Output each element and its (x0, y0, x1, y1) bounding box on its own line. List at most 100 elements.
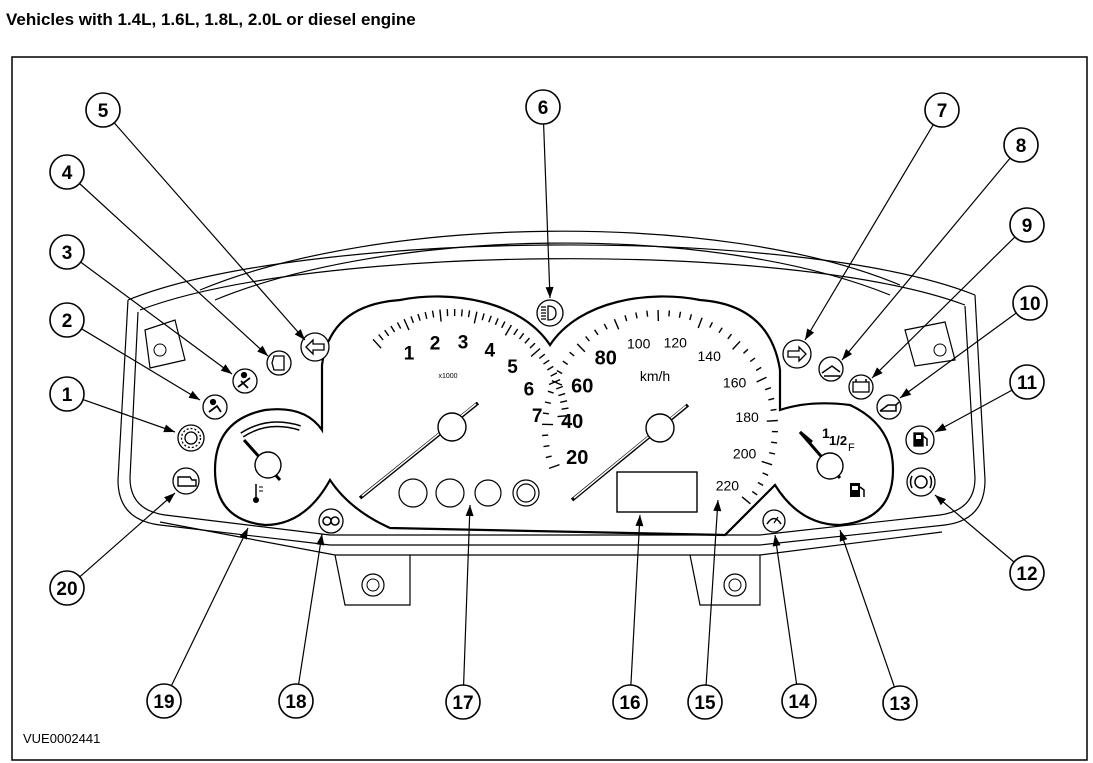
callout-bubble (49, 376, 85, 412)
main-beam-icon (536, 299, 564, 327)
fuel-reserve-icon (905, 425, 935, 455)
callout-arrowhead (220, 364, 232, 374)
tachometer-tick (513, 328, 519, 336)
tachometer-tick (396, 322, 402, 329)
speedometer-label: 80 (595, 348, 617, 370)
tachometer-tick (524, 337, 531, 344)
tachometer-tick (561, 407, 569, 410)
tachometer-tick (538, 353, 546, 360)
tachometer-label: 1 (404, 344, 415, 365)
callout-number: 17 (452, 693, 473, 714)
tachometer-tick (556, 385, 564, 390)
speedometer-tick (635, 312, 638, 319)
speedometer-label: 140 (698, 348, 722, 364)
tachometer-tick (439, 309, 442, 322)
tachometer-label: 2 (430, 334, 441, 355)
callout-leader (79, 183, 269, 357)
speedometer-tick (770, 408, 777, 411)
callout-bubble (924, 92, 960, 128)
callout-bubble (1003, 127, 1039, 163)
airbag-icon (202, 394, 228, 420)
callout-number: 12 (1016, 564, 1037, 585)
speedometer-label: 220 (716, 478, 740, 494)
callout-leaders (79, 122, 1017, 688)
tachometer-tick (473, 311, 478, 324)
speedometer-tick (709, 321, 714, 328)
callout-arrowhead (713, 500, 722, 512)
mount-hole-ul (153, 343, 167, 357)
speedometer-tick (697, 317, 703, 329)
callout-number: 20 (56, 579, 77, 600)
speedometer-unit: km/h (640, 368, 670, 384)
tachometer-tick (488, 315, 492, 323)
tachometer-tick (494, 318, 499, 326)
speedometer-label: 60 (571, 376, 593, 398)
callout-leader (934, 494, 1015, 563)
speedometer-tick (764, 386, 772, 391)
speedometer-tick (718, 327, 723, 334)
warning-lamp-4 (512, 479, 540, 507)
temperature-gauge (240, 421, 301, 503)
callout-leader (543, 123, 551, 299)
tachometer-label: 4 (485, 341, 496, 362)
tachometer-label: 6 (524, 380, 535, 401)
speedometer-tick (756, 376, 767, 383)
mount-hole-left (361, 573, 385, 597)
speedometer-label: 180 (735, 409, 759, 425)
speedometer-tick (556, 369, 563, 375)
speedometer-label: 120 (664, 334, 688, 350)
callout-number: 10 (1019, 294, 1040, 315)
speedometer-tick (749, 357, 756, 363)
figure-frame (11, 56, 1088, 761)
callout-arrowhead (545, 286, 554, 298)
callout-bubble (687, 684, 723, 720)
callout-leader (841, 157, 1011, 361)
speedometer-label: 20 (566, 447, 588, 469)
tachometer-tick (390, 325, 396, 333)
brake-warning-icon (177, 424, 205, 452)
speedometer-tick (668, 310, 671, 317)
callout-number: 4 (62, 163, 73, 184)
callout-number: 3 (62, 243, 73, 264)
speedometer-tick (547, 390, 554, 394)
callout-arrowhead (163, 424, 175, 433)
callout-leader (630, 514, 641, 686)
callout-number: 9 (1022, 216, 1033, 237)
cruise-control-icon (762, 509, 786, 533)
tachometer-tick (424, 311, 428, 320)
speedometer-tick (689, 314, 693, 321)
warning-lamp-1 (398, 478, 428, 508)
tachometer-tick (372, 338, 382, 349)
warning-lamp-3 (474, 479, 502, 507)
speedometer-tick (762, 472, 769, 476)
callout-leader (934, 389, 1013, 433)
tachometer-hub (437, 412, 467, 442)
tachometer-tick (481, 313, 485, 321)
callout-bubble (49, 154, 85, 190)
speedometer-tick (732, 340, 741, 350)
speedometer-hub (645, 413, 675, 443)
callout-arrowhead (239, 528, 248, 540)
tachometer-ticks (372, 308, 570, 424)
callout-leader (80, 261, 233, 375)
right-turn-indicator-icon (782, 339, 812, 369)
callout-bubble (49, 234, 85, 270)
callout-arrowhead (164, 493, 175, 504)
callout-bubble (49, 570, 85, 606)
speedometer-tick (741, 496, 751, 505)
tachometer-tick (546, 365, 554, 371)
callout-arrowhead (465, 505, 474, 517)
callout-arrowhead (935, 423, 947, 432)
tachometer-tick (518, 332, 525, 340)
fuel-gauge: 1 1/2 F (798, 425, 865, 497)
speedometer-tick (569, 351, 575, 357)
callout-number: 1 (62, 385, 73, 406)
callout-arrowhead (842, 349, 853, 360)
tachometer-tick (558, 392, 566, 397)
tachometer-tick (550, 372, 558, 377)
speedometer-tick (594, 329, 599, 336)
